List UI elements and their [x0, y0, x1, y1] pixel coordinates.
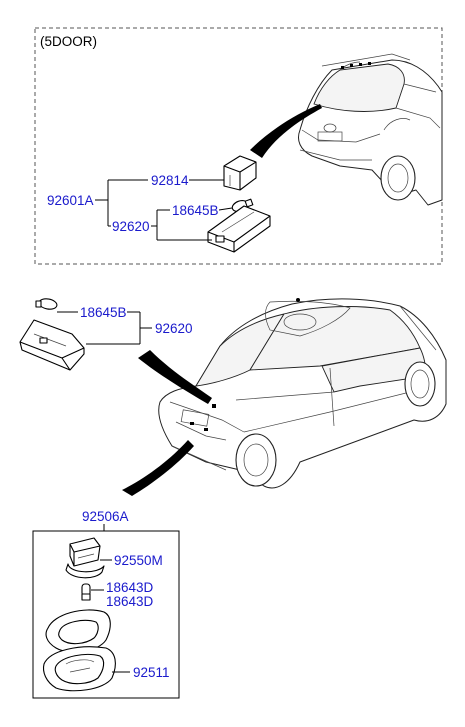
gasket-part	[45, 609, 111, 653]
housing-part	[42, 646, 116, 692]
label-18643d-b: 18643D	[106, 594, 154, 609]
bottom-assembly-frame	[32, 530, 180, 699]
pointer-arrow-5door	[250, 104, 322, 158]
label-92814: 92814	[151, 173, 189, 188]
label-92620-top: 92620	[112, 219, 150, 234]
label-92511: 92511	[133, 665, 170, 680]
lamp-cover-part	[223, 155, 257, 191]
label-18645b-top: 18645B	[172, 203, 219, 218]
label-18643d-a: 18643D	[106, 580, 154, 595]
label-92550m: 92550M	[114, 553, 163, 568]
variant-label: (5DOOR)	[40, 34, 97, 49]
license-lamp-mid	[19, 319, 85, 371]
pointer-arrow-sedan-upper	[138, 350, 212, 404]
bulb-18643d	[81, 583, 91, 601]
sedan-car-illustration	[158, 298, 447, 489]
label-92506a: 92506A	[82, 509, 129, 524]
license-lamp-top	[207, 205, 271, 253]
socket-part	[65, 537, 105, 579]
hatchback-car-illustration	[298, 53, 443, 206]
bulb-18645b-mid	[35, 298, 58, 310]
label-18645b-mid: 18645B	[80, 305, 127, 320]
label-92620-mid: 92620	[155, 321, 193, 336]
label-92601a: 92601A	[47, 193, 94, 208]
pointer-arrow-sedan-lower	[122, 440, 194, 496]
